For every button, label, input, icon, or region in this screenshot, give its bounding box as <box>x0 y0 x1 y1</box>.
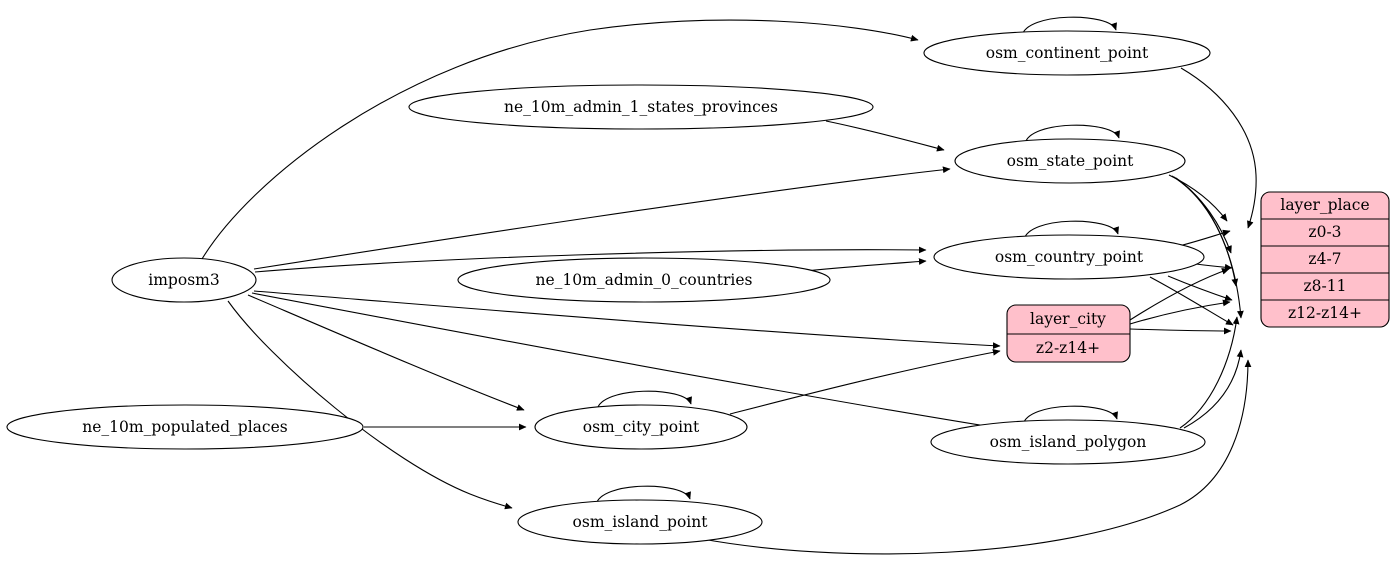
record-layer: layer_place z0-3 z4-7 z8-11 z12-z14+ lay… <box>1006 191 1390 363</box>
node-label-osm-island-point: osm_island_point <box>573 513 709 531</box>
edge-imposm3-to-osm-country-point <box>254 246 927 273</box>
edge-osm-country-point-to-layer-place-z12-z14 <box>1149 276 1234 326</box>
edge-self-loop-osm-state-point <box>1024 124 1120 145</box>
edge-imposm3-to-osm-city-point <box>247 294 525 411</box>
edge-imposm3-to-osm-island-point <box>227 300 513 510</box>
record-node-layer-city[interactable]: layer_city z2-z14+ <box>1006 304 1131 363</box>
edge-layer-city-to-layer-place-z4-7 <box>1129 268 1230 321</box>
record-row-layer-place-z0-3[interactable]: z0-3 <box>1308 223 1341 241</box>
node-osm-continent-point[interactable]: osm_continent_point <box>923 30 1211 76</box>
node-label-osm-island-polygon: osm_island_polygon <box>990 433 1147 451</box>
node-osm-city-point[interactable]: osm_city_point <box>534 404 748 450</box>
node-shape-ne-10m-populated-places[interactable] <box>6 404 364 450</box>
node-shape-osm-island-polygon[interactable] <box>930 419 1206 465</box>
edge-osm-country-point-to-layer-place-z0-3 <box>1178 229 1231 247</box>
record-node-layer-place[interactable]: layer_place z0-3 z4-7 z8-11 z12-z14+ <box>1260 191 1390 328</box>
edge-self-loop-osm-country-point <box>1023 220 1119 241</box>
edge-self-loop-osm-island-polygon <box>1022 405 1118 426</box>
edge-self-loop-osm-continent-point <box>1021 16 1117 37</box>
node-ne-10m-admin-1-states-provinces[interactable]: ne_10m_admin_1_states_provinces <box>408 84 874 130</box>
edge-states-provinces-to-osm-state-point <box>825 120 945 152</box>
edge-admin0-countries-to-osm-country-point <box>805 258 927 272</box>
record-row-layer-place-title: layer_place <box>1280 196 1369 214</box>
edge-osm-country-point-to-layer-place-z8-11 <box>1167 275 1233 301</box>
edge-imposm3-to-osm-state-point <box>253 166 951 270</box>
node-osm-island-polygon[interactable]: osm_island_polygon <box>930 419 1206 465</box>
edge-osm-city-point-to-layer-city <box>729 348 1001 415</box>
node-osm-state-point[interactable]: osm_state_point <box>954 138 1186 184</box>
edge-osm-continent-point-to-layer-place-z0-3 <box>1180 67 1257 229</box>
node-label-ne-10m-populated-places: ne_10m_populated_places <box>82 418 287 436</box>
node-label-osm-continent-point: osm_continent_point <box>986 44 1149 62</box>
record-row-layer-place-z8-11[interactable]: z8-11 <box>1304 277 1347 295</box>
node-osm-country-point[interactable]: osm_country_point <box>933 234 1205 280</box>
node-label-osm-country-point: osm_country_point <box>995 248 1144 266</box>
record-row-layer-place-z4-7[interactable]: z4-7 <box>1308 250 1341 268</box>
node-shape-osm-island-point[interactable] <box>517 499 763 545</box>
node-shape-osm-continent-point[interactable] <box>923 30 1211 76</box>
node-label-osm-city-point: osm_city_point <box>583 418 700 436</box>
edge-layer-city-to-layer-place-z12-z14 <box>1129 327 1232 335</box>
record-row-layer-city-title: layer_city <box>1030 310 1106 328</box>
node-label-ne-10m-admin-1-states-provinces: ne_10m_admin_1_states_provinces <box>504 98 778 116</box>
edge-layer-city-to-layer-place-z8-11 <box>1129 299 1231 325</box>
node-shape-osm-country-point[interactable] <box>933 234 1205 280</box>
edge-self-loop-osm-city-point <box>596 390 692 411</box>
edge-osm-island-polygon-to-layer-place-z8-11 <box>1179 316 1240 429</box>
edge-osm-island-point-to-layer-place-z12-z14 <box>696 359 1252 555</box>
edge-osm-island-polygon-to-layer-place-z12-z14 <box>1183 349 1244 429</box>
node-label-osm-state-point: osm_state_point <box>1007 152 1135 170</box>
edge-self-loop-osm-island-point <box>595 485 691 506</box>
node-shape-osm-state-point[interactable] <box>954 138 1186 184</box>
edge-osm-country-point-to-layer-place-z4-7 <box>1195 263 1233 271</box>
edge-osm-state-point-to-layer-place-z12-z14 <box>1175 177 1244 319</box>
node-shape-ne-10m-admin-0-countries[interactable] <box>457 257 831 303</box>
node-label-imposm3: imposm3 <box>148 271 219 289</box>
record-bg-layer-place[interactable] <box>1260 191 1390 328</box>
node-shape-ne-10m-admin-1-states-provinces[interactable] <box>408 84 874 130</box>
record-row-layer-place-z12-z14[interactable]: z12-z14+ <box>1288 304 1362 322</box>
node-shape-imposm3[interactable] <box>111 257 257 303</box>
edge-imposm3-to-layer-city <box>253 290 1001 350</box>
edge-imposm3-to-osm-island-polygon <box>251 292 999 431</box>
record-row-layer-city-z2[interactable]: z2-z14+ <box>1036 339 1100 357</box>
node-imposm3[interactable]: imposm3 <box>111 257 257 303</box>
node-layer: imposm3 ne_10m_admin_1_states_provinces … <box>6 30 1211 545</box>
node-ne-10m-populated-places[interactable]: ne_10m_populated_places <box>6 404 364 450</box>
edge-layer <box>201 16 1257 555</box>
node-osm-island-point[interactable]: osm_island_point <box>517 499 763 545</box>
node-shape-osm-city-point[interactable] <box>534 404 748 450</box>
node-label-ne-10m-admin-0-countries: ne_10m_admin_0_countries <box>536 271 753 289</box>
edge-imposm3-to-osm-continent-point <box>201 19 919 260</box>
node-ne-10m-admin-0-countries[interactable]: ne_10m_admin_0_countries <box>457 257 831 303</box>
